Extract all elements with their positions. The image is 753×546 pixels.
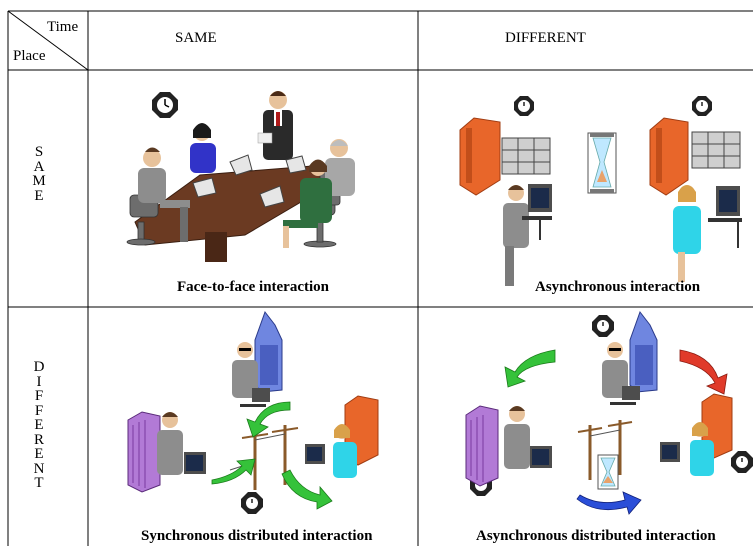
row-header-letter: F <box>34 402 44 419</box>
column-header-same: SAME <box>175 30 217 46</box>
person-icon <box>504 406 530 469</box>
building-icon <box>629 310 658 393</box>
curved-arrow-icon <box>576 491 642 515</box>
clock-icon <box>152 92 178 118</box>
row-header-same: S A M E <box>29 145 49 203</box>
person-icon <box>503 185 529 286</box>
caption-face-to-face: Face-to-face interaction <box>177 279 330 295</box>
computer-icon <box>708 186 742 248</box>
computer-icon <box>184 452 206 474</box>
row-header-letter: M <box>32 173 46 189</box>
computer-icon <box>660 442 680 462</box>
hourglass-icon <box>597 454 619 490</box>
person-icon <box>232 342 258 398</box>
corner-diagonal <box>7 10 89 71</box>
computer-icon <box>192 154 307 208</box>
person-icon <box>602 342 628 398</box>
row-header-letter: I <box>36 373 42 390</box>
row-header-letter: F <box>34 388 44 404</box>
building-icon <box>459 117 501 196</box>
caption-asynchronous: Asynchronous interaction <box>535 279 701 295</box>
column-header-different: DIFFERENT <box>505 30 586 46</box>
clock-icon <box>692 96 712 116</box>
telephone-pole-icon <box>577 420 633 480</box>
row-header-letter: D <box>33 359 45 375</box>
person-icon <box>190 123 216 173</box>
filing-cabinet-icon <box>691 131 741 169</box>
building-icon <box>465 405 499 487</box>
filing-cabinet-icon <box>501 137 551 175</box>
person-icon <box>157 412 183 475</box>
person-icon <box>325 139 355 196</box>
row-header-letter: E <box>34 446 44 462</box>
building-icon <box>254 310 283 393</box>
person-icon <box>333 424 357 478</box>
computer-icon <box>530 446 552 468</box>
curved-arrow-icon <box>679 349 728 395</box>
corner-place-label: Place <box>13 48 46 64</box>
clock-icon <box>592 315 614 337</box>
person-icon <box>673 185 701 282</box>
corner-time-label: Time <box>47 19 79 35</box>
hourglass-icon <box>587 132 617 194</box>
clock-icon <box>241 492 263 514</box>
row-header-letter: E <box>34 187 44 204</box>
curved-arrow-icon <box>504 349 556 388</box>
person-icon <box>283 159 332 248</box>
person-icon <box>138 147 190 242</box>
caption-sync-distributed: Synchronous distributed interaction <box>141 528 373 544</box>
row-header-letter: S <box>34 144 44 160</box>
row-header-letter: R <box>33 431 44 448</box>
curved-arrow-icon <box>211 401 333 510</box>
computer-icon <box>522 184 552 240</box>
computer-icon <box>240 388 270 407</box>
row-header-letter: E <box>34 417 44 433</box>
clock-icon <box>731 451 753 473</box>
row-header-letter: A <box>33 158 45 175</box>
person-icon <box>257 91 293 160</box>
person-icon <box>690 422 714 476</box>
building-icon <box>649 117 689 196</box>
row-header-different: D I F F E R E N T <box>29 360 49 491</box>
caption-async-distributed: Asynchronous distributed interaction <box>476 528 716 544</box>
row-header-letter: N <box>33 460 45 477</box>
computer-icon <box>610 386 640 405</box>
clock-icon <box>514 96 534 116</box>
computer-icon <box>305 444 325 464</box>
row-header-letter: T <box>34 475 44 491</box>
building-icon <box>127 411 161 493</box>
